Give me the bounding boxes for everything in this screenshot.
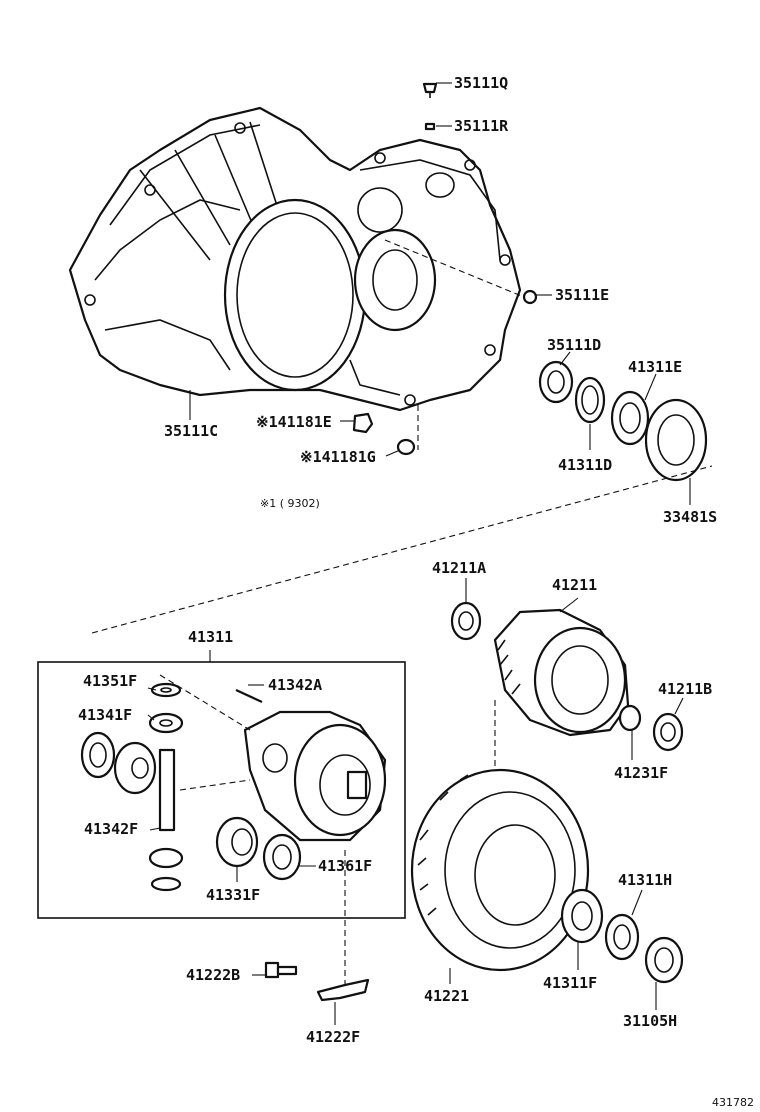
- bearing-41211a: [450, 601, 482, 641]
- diagram-id: 431782: [712, 1096, 754, 1109]
- label-41181g: ※141181G: [300, 448, 376, 466]
- race-41311h: [604, 913, 640, 961]
- bolt-41222b: [264, 961, 298, 979]
- label-41342a: 41342A: [268, 676, 322, 694]
- label-41311d: 41311D: [558, 456, 612, 474]
- label-41351f: 41351F: [83, 672, 137, 690]
- label-41231f: 41231F: [614, 764, 668, 782]
- leader-lines: [147, 82, 691, 1025]
- label-31105h: 31105H: [623, 1012, 677, 1030]
- label-41222b: 41222B: [186, 966, 240, 984]
- label-41221: 41221: [424, 987, 469, 1005]
- label-41311: 41311: [188, 628, 233, 646]
- label-41331f: 41331F: [206, 886, 260, 904]
- bolt-35111q: [422, 82, 438, 98]
- bolt-41181e: [352, 412, 374, 434]
- bearing-41311f: [560, 888, 604, 944]
- drive-gear-41211: [493, 608, 630, 737]
- label-41341f: 41341F: [78, 706, 132, 724]
- plug-35111r: [424, 122, 436, 131]
- shaft-41342f: [158, 748, 176, 832]
- label-41211a: 41211A: [432, 559, 486, 577]
- shim-33481s: [644, 398, 708, 482]
- bracket-41222f: [316, 978, 370, 1002]
- label-41222f: 41222F: [306, 1028, 360, 1046]
- washer-41181g: [396, 438, 416, 456]
- differential-case: [243, 710, 387, 842]
- label-41342f: 41342F: [84, 820, 138, 838]
- footnote: ※1 ( 9302): [260, 497, 320, 510]
- seal-31105h: [644, 936, 684, 984]
- label-35111c: 35111C: [164, 422, 218, 440]
- washer-41351f: [150, 682, 182, 698]
- side-gear-41331f: [215, 816, 259, 868]
- seal-35111e: [522, 289, 538, 305]
- label-41311e: 41311E: [628, 358, 682, 376]
- pinion-gear-left: [80, 731, 157, 795]
- bearing-41211b: [652, 712, 684, 752]
- label-33481s: 33481S: [663, 508, 717, 526]
- label-41311h: 41311H: [618, 871, 672, 889]
- label-35111q: 35111Q: [454, 74, 508, 92]
- label-41361f: 41361F: [318, 857, 372, 875]
- label-35111d: 35111D: [547, 336, 601, 354]
- label-41211b: 41211B: [658, 680, 712, 698]
- washer-41361f: [262, 833, 302, 881]
- part-labels: 35111Q 35111R 35111E 35111D 41311E 41311…: [78, 74, 754, 1109]
- differential-case-assembly-box: [37, 661, 406, 919]
- label-35111r: 35111R: [454, 117, 509, 135]
- pin-41342a: [235, 689, 263, 703]
- transaxle-housing: [68, 106, 522, 412]
- spacer-41231f: [618, 704, 642, 732]
- label-41181e: ※141181E: [256, 413, 332, 431]
- label-41211: 41211: [552, 576, 597, 594]
- label-35111e: 35111E: [555, 286, 609, 304]
- side-gear-41341f: [148, 712, 184, 734]
- label-41311f: 41311F: [543, 974, 597, 992]
- bearing-race-41311d: [574, 376, 606, 424]
- side-gear-lower: [148, 847, 184, 892]
- ring-gear-41221: [410, 768, 590, 972]
- bearing-41311e: [610, 390, 650, 446]
- oil-seal-35111d: [538, 360, 574, 404]
